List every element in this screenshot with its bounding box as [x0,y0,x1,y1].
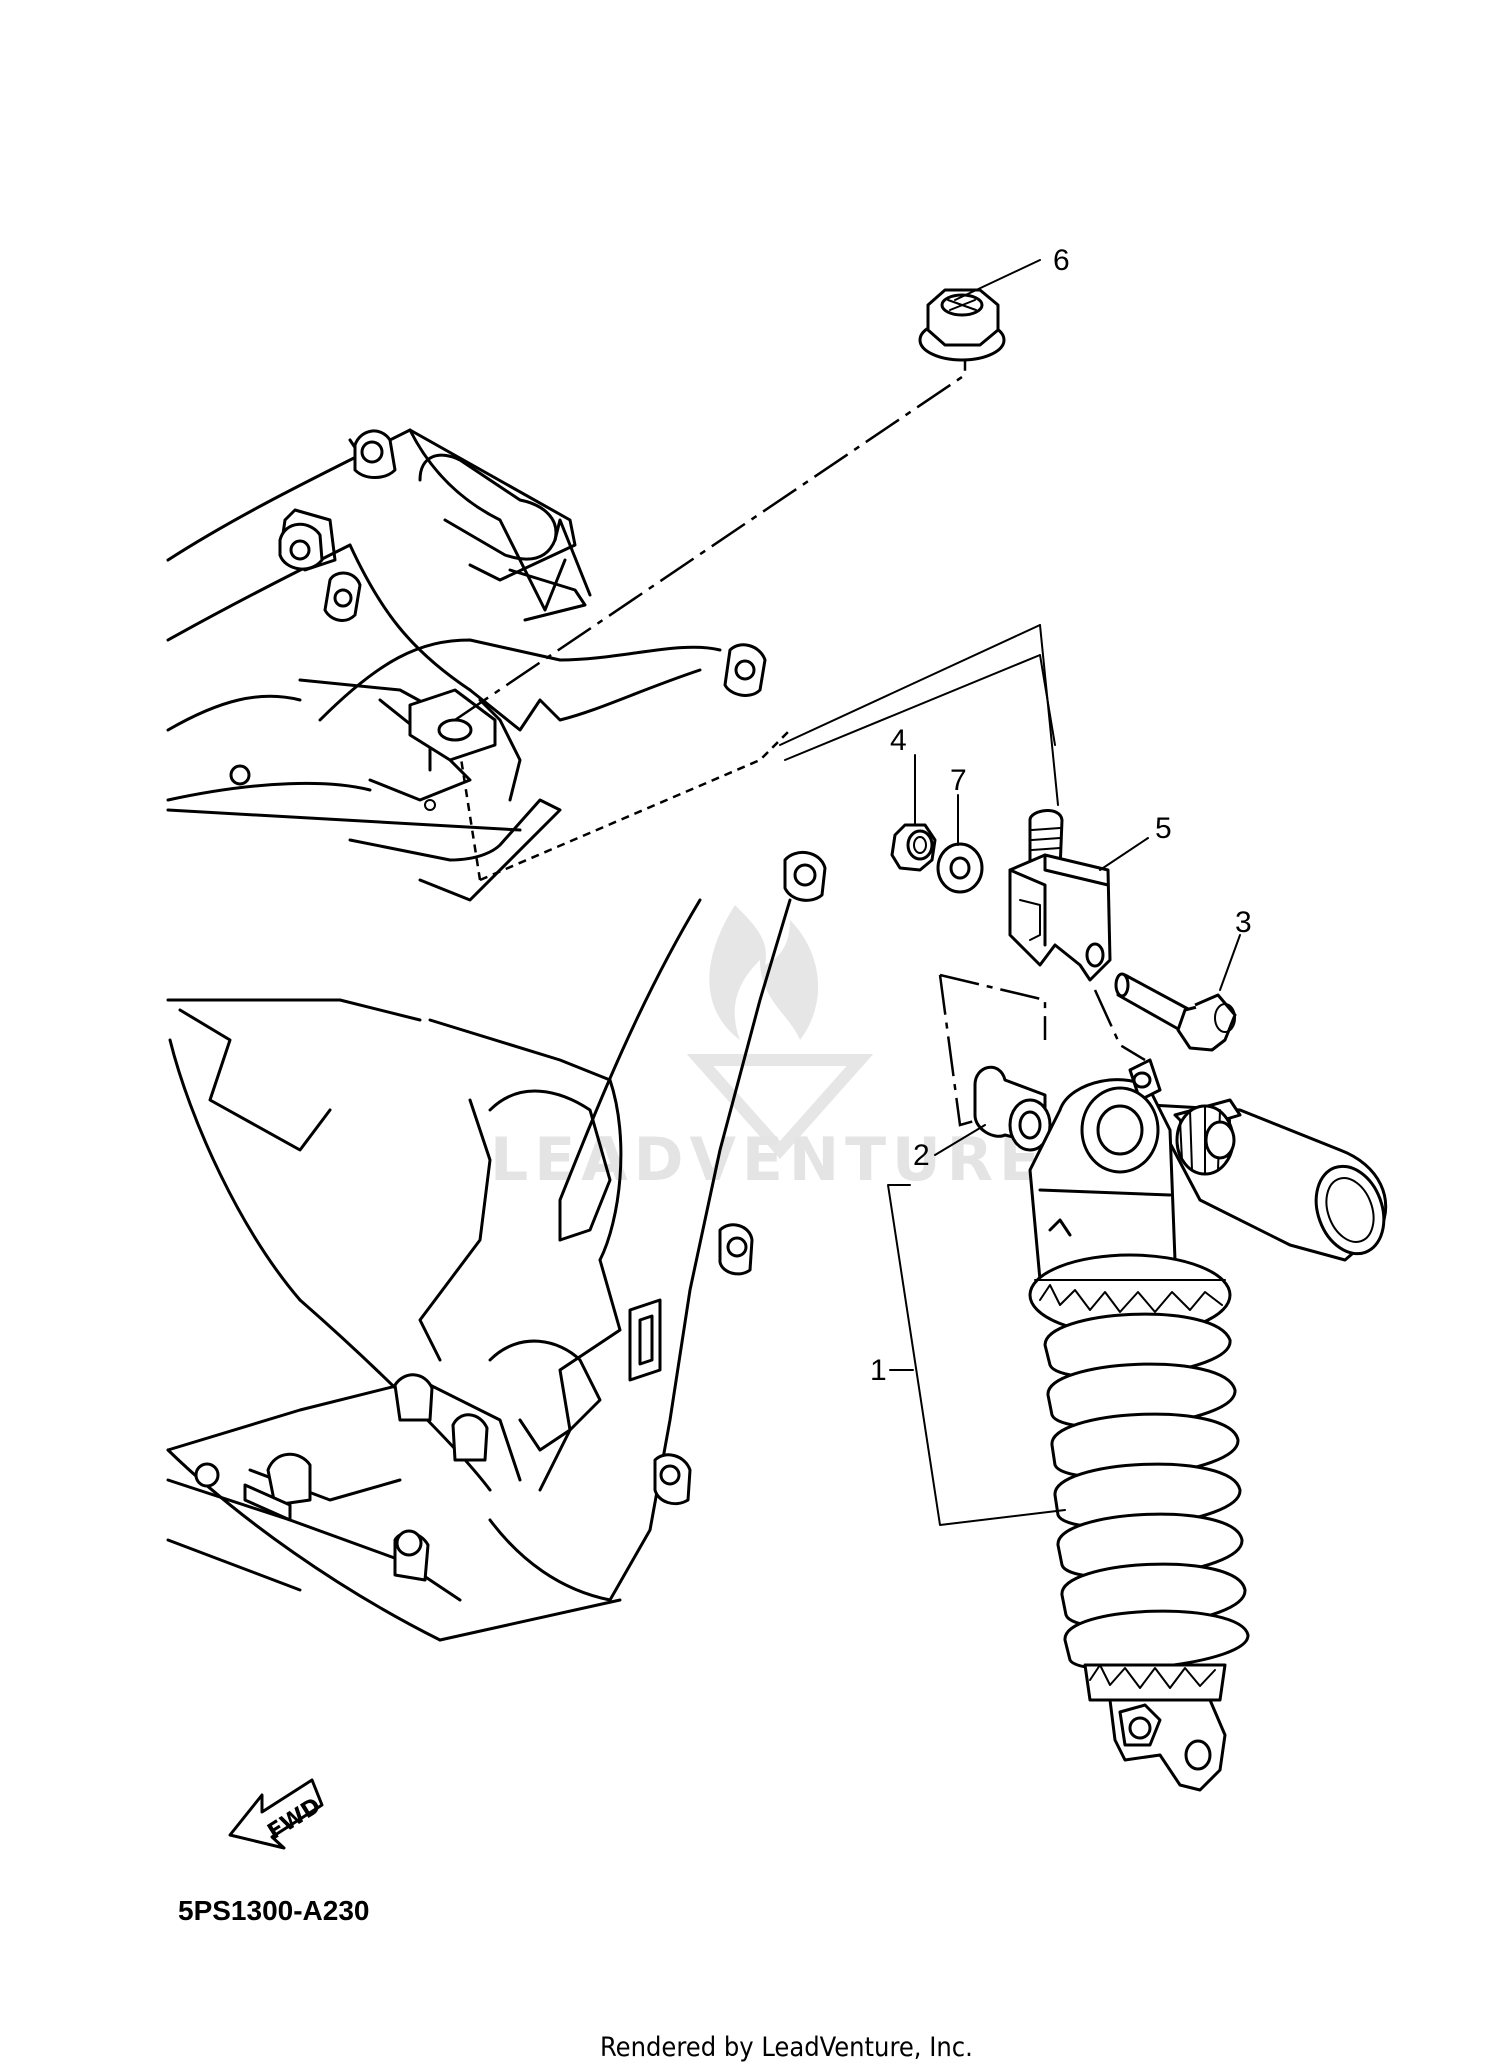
forward-arrow-icon: FWD [228,1778,325,1850]
callout-5: 5 [1155,812,1172,845]
part-4-nut [890,823,937,872]
callout-leaders [779,259,1241,1526]
callout-4: 4 [890,724,907,757]
part-2-bushing [973,1065,1052,1152]
spring-coils [1043,1312,1250,1671]
part-5-bracket [1008,809,1112,982]
callout-2: 2 [913,1139,930,1172]
footer-credit: Rendered by LeadVenture, Inc. [600,2032,973,2063]
callout-6: 6 [1053,244,1070,277]
part-1-shock-absorber [1028,1058,1388,1792]
diagram-code: 5PS1300-A230 [178,1895,369,1926]
leadventure-logo-icon [686,905,874,1160]
watermark-text: LEADVENTURE [490,1125,1046,1195]
callout-labels: 1 2 3 4 5 6 7 [870,244,1252,1387]
callout-7: 7 [950,764,967,797]
callout-3: 3 [1235,906,1252,939]
part-6-flange-nut [918,288,1006,362]
callout-1: 1 [870,1354,887,1387]
part-7-washer [936,842,984,894]
watermark: LEADVENTURE [490,905,1046,1195]
frame-assembly [166,428,827,1642]
part-3-bolt [1114,972,1237,1052]
